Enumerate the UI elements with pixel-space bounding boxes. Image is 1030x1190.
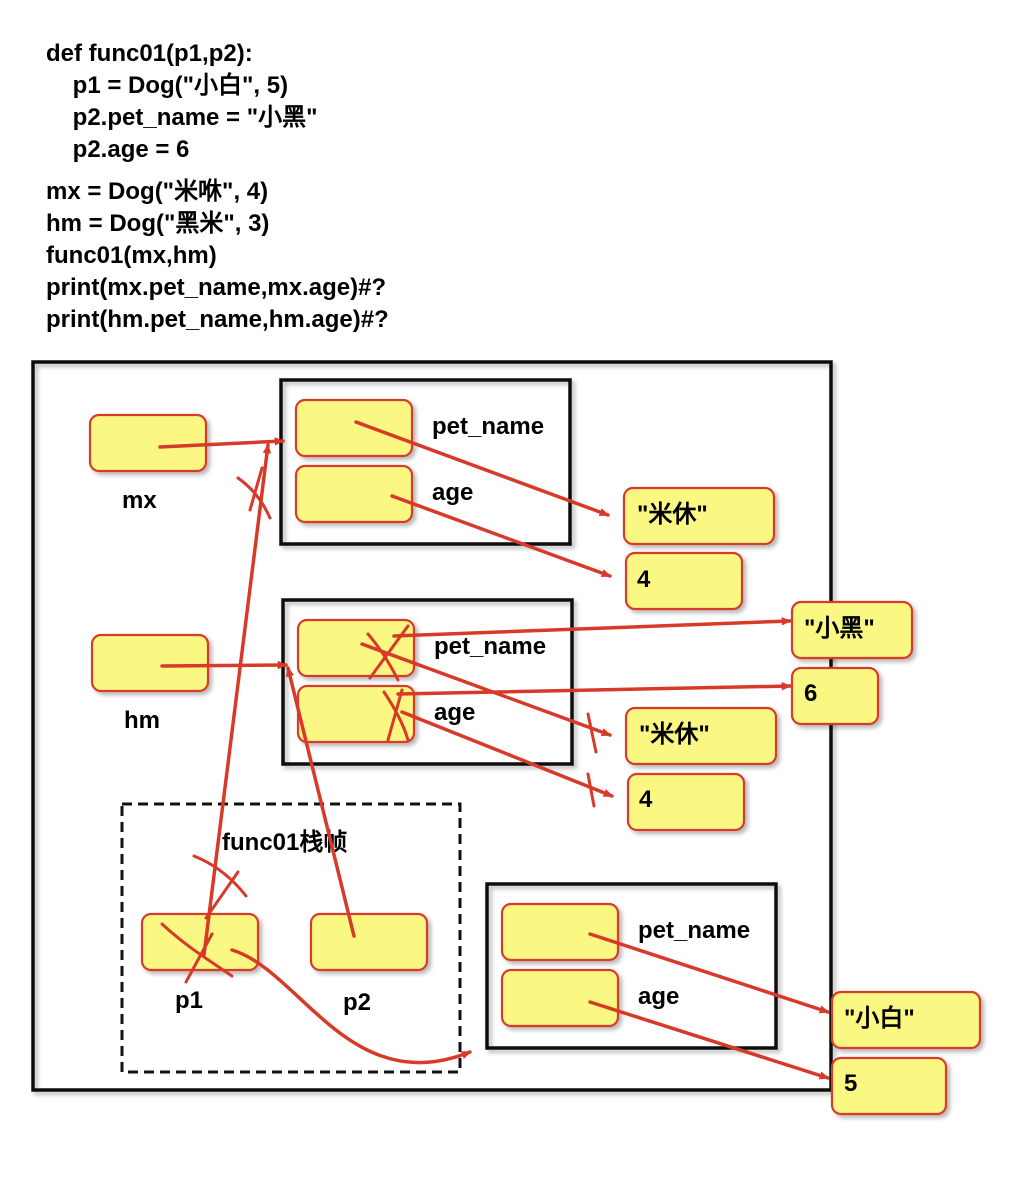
strike-mark [204, 870, 240, 920]
value-hm-old-name: "米休" [639, 721, 710, 748]
strike-mark [386, 688, 404, 742]
value-cell-mx-name [622, 486, 776, 546]
mx-pet-name-cell [294, 398, 414, 458]
arrow-hm-age-to-old-value [400, 710, 614, 798]
new-pet-name-label: pet_name [638, 917, 750, 944]
func01-stack-frame [120, 802, 462, 1074]
mx-label: mx [122, 487, 157, 514]
strike-mark [192, 854, 248, 898]
new-age-label: age [638, 983, 679, 1010]
value-new-age: 5 [844, 1070, 857, 1097]
value-mx-name: "米休" [637, 501, 708, 528]
code-line: p2.age = 6 [46, 136, 190, 163]
arrow-hm-to-object [160, 660, 288, 670]
hm-age-label: age [434, 699, 475, 726]
value-hm-new-name: "小黑" [804, 615, 875, 642]
code-line: p2.pet_name = "小黑" [46, 104, 318, 131]
mx-pet-name-label: pet_name [432, 413, 544, 440]
strike-mark [586, 772, 596, 808]
code-line: print(hm.pet_name,hm.age)#? [46, 306, 389, 333]
arrow-p1-to-new-object [230, 948, 472, 1065]
code-line: mx = Dog("米咻", 4) [46, 178, 269, 205]
value-cell-new-name [830, 990, 982, 1050]
value-cell-hm-old-age [626, 772, 746, 832]
hm-label: hm [124, 707, 160, 734]
new-age-cell [500, 968, 620, 1028]
value-new-name: "小白" [844, 1004, 915, 1032]
value-cell-hm-new-age [790, 666, 880, 726]
value-cell-mx-age [624, 551, 744, 611]
hm-pet-name-cell [296, 618, 416, 678]
value-cell-hm-new-name [790, 600, 914, 660]
p2-var-cell [309, 912, 429, 972]
value-mx-age: 4 [637, 566, 651, 593]
strike-mark [382, 690, 410, 742]
value-cell-hm-old-name [624, 706, 778, 766]
value-hm-new-age: 6 [804, 680, 817, 707]
hm-object-box [281, 598, 574, 766]
strike-mark [184, 932, 214, 984]
arrow-p2-to-hm-object [285, 666, 356, 938]
arrow-hm-name-to-old-value [360, 642, 612, 737]
mx-object-box [279, 378, 572, 546]
arrow-new-name-to-value [588, 932, 830, 1014]
mx-age-cell [294, 464, 414, 524]
strike-mark [368, 624, 410, 680]
new-pet-name-cell [500, 902, 620, 962]
value-hm-old-age: 4 [639, 786, 653, 813]
code-line: p1 = Dog("小白", 5) [46, 72, 289, 99]
hm-var-cell [90, 633, 210, 693]
arrow-mx-to-object [158, 437, 285, 449]
p1-label: p1 [175, 987, 203, 1014]
strike-mark [586, 712, 598, 754]
code-line: def func01(p1,p2): [46, 40, 253, 67]
code-line: hm = Dog("黑米", 3) [46, 210, 270, 237]
mx-var-cell [88, 413, 208, 473]
new-object-box [485, 882, 778, 1050]
code-main: mx = Dog("米咻", 4) hm = Dog("黑米", 3) func… [46, 176, 389, 336]
arrow-new-age-to-value [588, 1000, 830, 1080]
code-line: func01(mx,hm) [46, 242, 217, 269]
stack-frame-title: func01栈帧 [222, 829, 347, 856]
p2-label: p2 [343, 989, 371, 1016]
arrow-hm-age-to-new-value [396, 682, 792, 696]
value-cell-new-age [830, 1056, 948, 1116]
mx-age-label: age [432, 479, 473, 506]
arrow-mx-name-to-value [354, 420, 610, 517]
arrow-mx-age-to-value [390, 494, 612, 578]
code-line: print(mx.pet_name,mx.age)#? [46, 274, 387, 301]
arrow-hm-name-to-new-value [392, 617, 792, 638]
hm-pet-name-label: pet_name [434, 633, 546, 660]
strike-mark [248, 466, 264, 512]
code-func-def: def func01(p1,p2): p1 = Dog("小白", 5) p2.… [46, 38, 318, 166]
strike-mark [236, 476, 272, 520]
strike-mark [160, 922, 234, 978]
arrow-p1-to-mx-object [202, 443, 272, 957]
p1-var-cell [140, 912, 260, 972]
scope-frame [31, 360, 833, 1092]
